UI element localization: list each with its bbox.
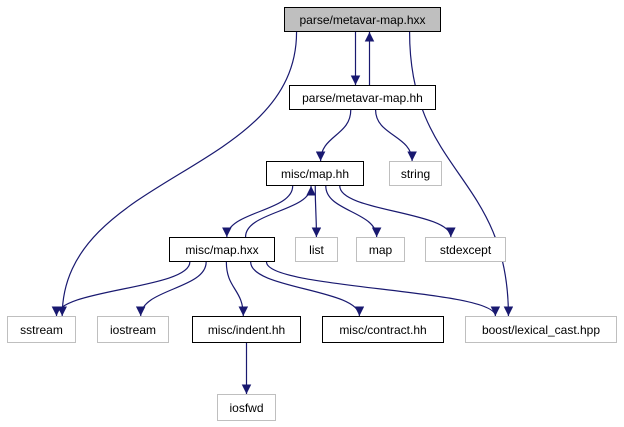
edge-map_hxx-to-iostream	[135, 261, 207, 317]
node-label: misc/map.hxx	[185, 242, 259, 257]
node-stdexcept: stdexcept	[425, 237, 506, 262]
edge-map_hxx-to-contract	[250, 261, 365, 317]
node-label: stdexcept	[439, 242, 492, 257]
node-sstream: sstream	[7, 316, 76, 343]
node-string: string	[389, 161, 442, 186]
node-label: string	[400, 166, 431, 181]
node-boost-lexical-cast-hpp: boost/lexical_cast.hpp	[465, 316, 617, 343]
edge-map_hh-to-map_hxx	[222, 185, 294, 238]
node-list: list	[295, 237, 338, 262]
edge-metavar_hh-to-map_hh	[315, 109, 352, 162]
edge-root-to-lexical_cast	[408, 31, 514, 317]
edge-map_hxx-to-lexical_cast	[265, 261, 501, 317]
node-label: misc/indent.hh	[207, 322, 286, 337]
node-misc-contract-hh[interactable]: misc/contract.hh	[322, 316, 444, 343]
node-misc-indent-hh[interactable]: misc/indent.hh	[192, 316, 301, 343]
node-iostream: iostream	[97, 316, 169, 343]
node-parse-metavar-map-hxx: parse/metavar-map.hxx	[284, 7, 441, 32]
node-parse-metavar-map-hh[interactable]: parse/metavar-map.hh	[289, 85, 436, 110]
node-label: parse/metavar-map.hxx	[299, 12, 426, 27]
node-label: boost/lexical_cast.hpp	[481, 322, 601, 337]
edge-map_hh-to-list	[311, 185, 322, 238]
node-misc-map-hxx[interactable]: misc/map.hxx	[169, 237, 275, 262]
node-label: misc/contract.hh	[339, 322, 427, 337]
node-iosfwd: iosfwd	[217, 394, 276, 421]
node-label: sstream	[20, 322, 63, 337]
edge-map_hh-to-stdexcept	[339, 185, 456, 238]
node-label: map	[368, 242, 393, 257]
edge-map_hxx-to-sstream	[51, 261, 191, 317]
edge-map_hxx-to-map_hh	[244, 185, 316, 238]
node-label: iosfwd	[229, 400, 264, 415]
edge-map_hxx-to-indent	[225, 261, 249, 317]
node-label: list	[309, 242, 324, 257]
node-label: iostream	[109, 322, 156, 337]
node-map: map	[356, 237, 405, 262]
edge-map_hh-to-map	[325, 185, 382, 238]
node-label: misc/map.hh	[280, 166, 350, 181]
node-misc-map-hh[interactable]: misc/map.hh	[266, 161, 364, 186]
edge-root-to-sstream	[57, 31, 298, 317]
edge-metavar_hh-to-string	[374, 109, 417, 162]
node-label: parse/metavar-map.hh	[302, 90, 423, 105]
